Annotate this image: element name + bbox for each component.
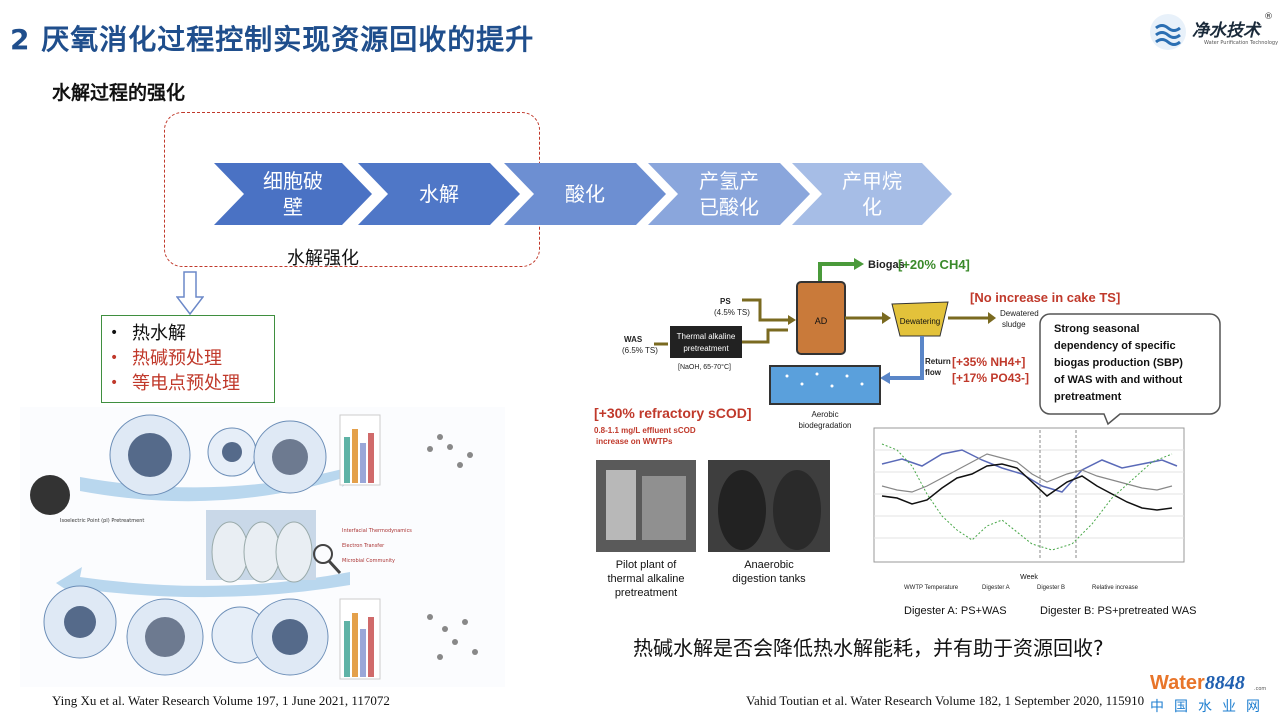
site-watermark: Water8848 .com 中国水业网: [1150, 672, 1274, 716]
figure-label: Interfacial Thermodynamics: [342, 528, 412, 534]
process-step-acetogenesis: 产氢产 已酸化: [648, 163, 810, 225]
reference-left: Ying Xu et al. Water Research Volume 197…: [52, 693, 390, 708]
photo-caption: Pilot plant of: [616, 559, 677, 571]
water-drop-icon: [1150, 14, 1186, 50]
conclusion-question: 热碱水解是否会降低热水解能耗，并有助于资源回收?: [633, 636, 1104, 660]
biogas-label: Biogas: [868, 259, 905, 271]
watermark-word: Water: [1150, 672, 1205, 694]
digester-b-label: Digester B: PS+pretreated WAS: [1040, 605, 1196, 617]
ps-ts: (4.5% TS): [714, 308, 750, 317]
logo-text: 净水技术: [1192, 21, 1260, 41]
callout-line: dependency of specific: [1054, 340, 1176, 352]
enhancement-label: 水解强化: [287, 248, 359, 269]
biogas-gain: [+20% CH4]: [898, 257, 970, 272]
pretreatment-conditions: [NaOH, 65-70°C]: [678, 363, 731, 371]
callout-line: Strong seasonal: [1054, 323, 1140, 335]
ad-label: AD: [815, 316, 828, 326]
process-step-hydrolysis: 水解: [358, 163, 520, 225]
scod-detail: increase on WWTPs: [596, 437, 673, 446]
isoelectric-pretreatment-figure: Isoelectric Point (pI) Pretreatment Inte…: [20, 407, 505, 687]
watermark-number: 8848: [1204, 672, 1245, 694]
method-text: 热碱预处理: [132, 348, 222, 369]
process-step-cell-wall: 细胞破 壁: [214, 163, 372, 225]
aerobic-label: biodegradation: [799, 421, 852, 430]
return-label: Return: [925, 357, 951, 366]
figure-label: Isoelectric Point (pI) Pretreatment: [60, 518, 144, 524]
scod-detail: 0.8-1.1 mg/L effluent sCOD: [594, 426, 696, 435]
method-item: • 等电点预处理: [110, 371, 240, 396]
process-step-label: 产甲烷 化: [842, 169, 902, 219]
method-item: • 热碱预处理: [110, 346, 240, 371]
dewatered-label: Dewatered: [1000, 309, 1039, 318]
photo-caption: pretreatment: [615, 587, 677, 599]
bullet-icon: •: [110, 325, 119, 341]
aerobic-label: Aerobic: [811, 410, 838, 419]
down-arrow-icon: [176, 271, 204, 315]
slide-title: 2 厌氧消化过程控制实现资源回收的提升: [10, 23, 535, 56]
process-step-label: 细胞破 壁: [263, 169, 323, 219]
logo: 净水技术 Water Purification Technology ®: [1148, 10, 1278, 54]
bullet-icon: •: [110, 375, 119, 391]
photo-caption: thermal alkaline: [607, 573, 684, 585]
process-step-label: 产氢产 已酸化: [699, 169, 759, 219]
chevron-shape: [504, 163, 666, 225]
pretreatment-label: pretreatment: [683, 344, 729, 353]
photo-caption: digestion tanks: [732, 573, 806, 585]
watermark-brand: Water8848: [1150, 672, 1245, 695]
chart-legend: Relative increase: [1092, 585, 1139, 591]
scod-note: [+30% refractory sCOD]: [594, 405, 752, 421]
section-subtitle: 水解过程的强化: [52, 82, 186, 104]
process-step-acidogenesis: 酸化: [504, 163, 666, 225]
chart-legend: WWTP Temperature: [904, 585, 959, 591]
was-ts: (6.5% TS): [622, 346, 658, 355]
watermark-domain: .com: [1254, 686, 1267, 692]
process-step-label: 酸化: [565, 182, 605, 206]
chart-legend: Digester B: [1037, 585, 1065, 591]
photo-caption: Anaerobic: [744, 559, 794, 571]
callout-line: of WAS with and without: [1054, 374, 1183, 386]
figure-label: Microbial Community: [342, 558, 395, 564]
po4-note: [+17% PO43-]: [952, 371, 1029, 385]
chevron-shape: [214, 163, 372, 225]
method-text: 热水解: [132, 323, 186, 344]
bullet-icon: •: [110, 350, 119, 366]
flow-label: flow: [925, 368, 942, 377]
dewatering-label: Dewatering: [900, 317, 940, 326]
reference-right: Vahid Toutian et al. Water Research Volu…: [746, 693, 1145, 708]
logo-subtext: Water Purification Technology: [1204, 40, 1279, 46]
chevron-shape: [648, 163, 810, 225]
cake-ts-note: [No increase in cake TS]: [970, 290, 1120, 305]
ps-label: PS: [720, 297, 731, 306]
figure-label: Electron Transfer: [342, 543, 385, 549]
was-label: WAS: [624, 335, 643, 344]
method-item: • 热水解: [110, 321, 240, 346]
chart-legend: Digester A: [982, 585, 1010, 591]
watermark-chinese: 中国水业网: [1150, 699, 1270, 715]
sludge-label: sludge: [1002, 320, 1026, 329]
method-text: 等电点预处理: [132, 373, 240, 394]
chevron-shape: [358, 163, 520, 225]
nh4-note: [+35% NH4+]: [952, 355, 1025, 369]
pretreatment-label: Thermal alkaline: [677, 332, 736, 341]
thermal-alkaline-process-figure: Biogas [+20% CH4] PS (4.5% TS) WAS (6.5%…: [594, 257, 1221, 617]
chart-xlabel: Week: [1020, 574, 1038, 581]
digester-a-label: Digester A: PS+WAS: [904, 605, 1007, 617]
method-list: • 热水解 • 热碱预处理 • 等电点预处理: [110, 321, 240, 396]
process-step-methanogenesis: 产甲烷 化: [792, 163, 952, 225]
registered-mark: ®: [1264, 12, 1273, 22]
callout-line: biogas production (SBP): [1054, 357, 1183, 369]
method-list-box: • 热水解 • 热碱预处理 • 等电点预处理: [101, 315, 275, 403]
chevron-shape: [792, 163, 952, 225]
process-step-label: 水解: [419, 182, 459, 206]
callout-line: pretreatment: [1054, 391, 1122, 403]
